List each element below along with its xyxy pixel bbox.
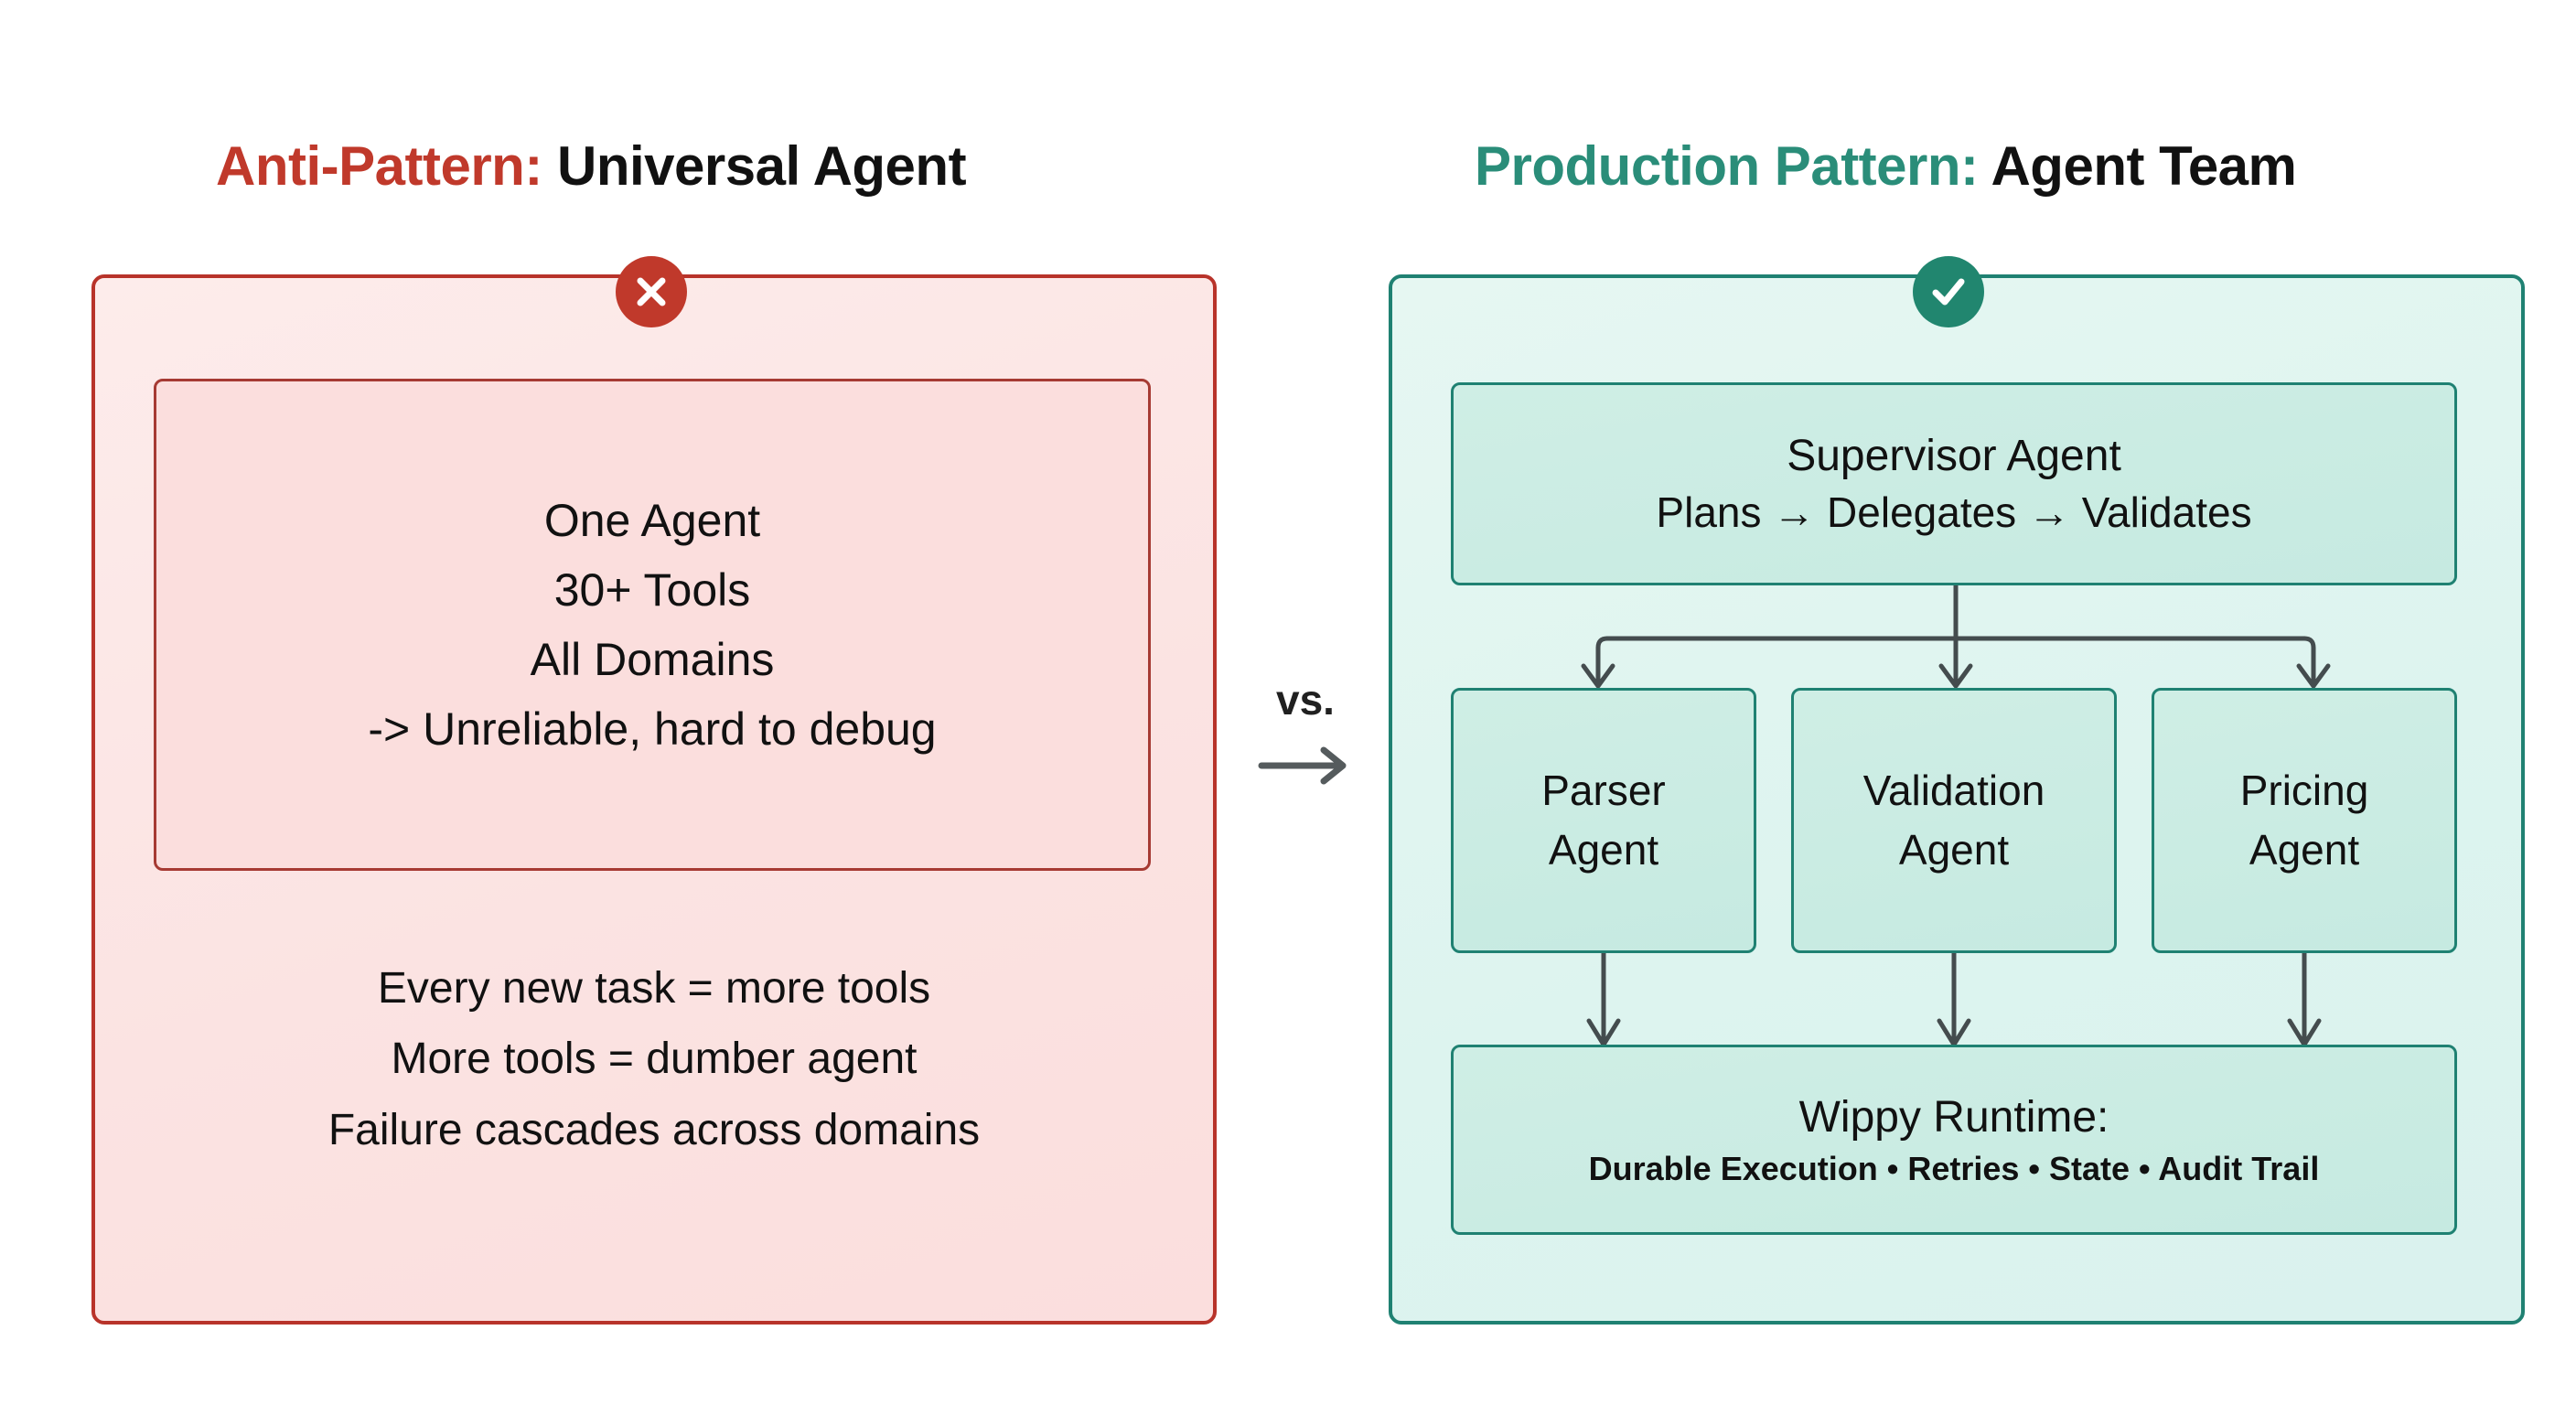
consequence-line-2: More tools = dumber agent — [391, 1035, 918, 1084]
consequence-line-3: Failure cascades across domains — [327, 1105, 981, 1154]
validation-agent-line-1: Validation — [1862, 766, 2045, 814]
supervisor-agent-node[interactable]: Supervisor Agent Plans → Delegates → Val… — [1451, 382, 2457, 585]
pricing-agent-line-1: Pricing — [2239, 766, 2369, 814]
cross-icon — [616, 256, 687, 327]
left-column-title: Anti-Pattern: Universal Agent — [216, 139, 967, 194]
runtime-title: Wippy Runtime: — [1798, 1092, 2109, 1142]
consequence-line-1: Every new task = more tools — [377, 964, 931, 1013]
anti-pattern-consequences: Every new task = more tools More tools =… — [91, 960, 1217, 1158]
runtime-features: Durable Execution • Retries • State • Au… — [1588, 1150, 2320, 1188]
right-arrow-icon — [1237, 745, 1374, 787]
versus-label: vs. — [1276, 676, 1335, 724]
anti-inner-line-1: One Agent — [543, 495, 761, 546]
validation-agent-node[interactable]: Validation Agent — [1791, 688, 2117, 953]
versus-divider: vs. — [1237, 679, 1374, 787]
right-title-plain: Agent Team — [1991, 135, 2297, 197]
left-title-plain: Universal Agent — [556, 135, 967, 197]
left-title-accent: Anti-Pattern: — [216, 135, 542, 197]
parser-agent-line-1: Parser — [1541, 766, 1666, 814]
right-column-title: Production Pattern: Agent Team — [1475, 139, 2297, 194]
pricing-agent-node[interactable]: Pricing Agent — [2152, 688, 2457, 953]
check-icon — [1913, 256, 1984, 327]
wippy-runtime-node[interactable]: Wippy Runtime: Durable Execution • Retri… — [1451, 1045, 2457, 1235]
supervisor-subtitle: Plans → Delegates → Validates — [1656, 488, 2252, 537]
anti-inner-line-2: 30+ Tools — [553, 564, 751, 616]
parser-agent-line-2: Agent — [1548, 826, 1659, 874]
pricing-agent-line-2: Agent — [2249, 826, 2360, 874]
anti-inner-line-3: All Domains — [530, 634, 775, 685]
parser-agent-node[interactable]: Parser Agent — [1451, 688, 1756, 953]
supervisor-title: Supervisor Agent — [1787, 431, 2121, 480]
anti-inner-line-4: -> Unreliable, hard to debug — [368, 703, 937, 755]
right-title-accent: Production Pattern: — [1475, 135, 1979, 197]
validation-agent-line-2: Agent — [1898, 826, 2010, 874]
anti-pattern-inner-box: One Agent 30+ Tools All Domains -> Unrel… — [154, 379, 1151, 871]
